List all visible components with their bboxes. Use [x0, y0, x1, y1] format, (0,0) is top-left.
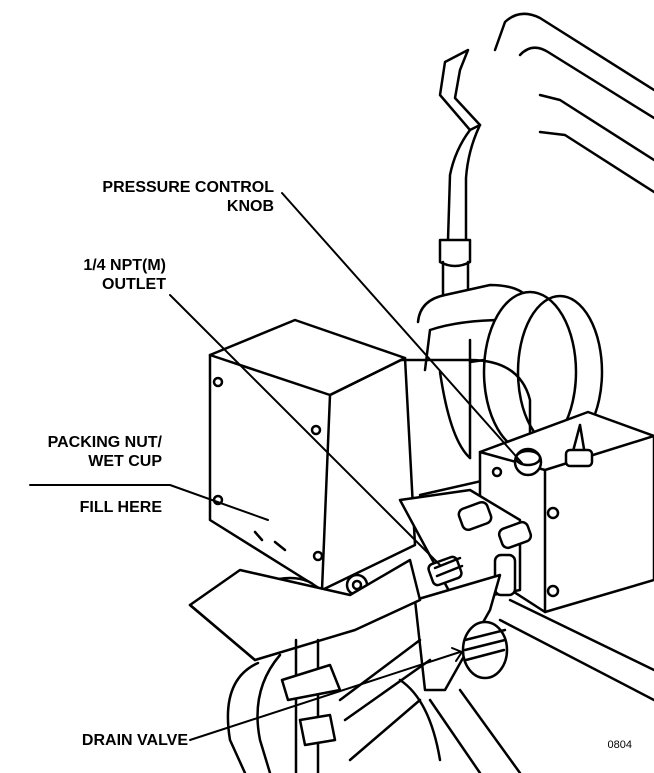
figure-number: 0804 — [607, 739, 632, 751]
packing-nut-label-line1: PACKING NUT/ — [47, 434, 162, 451]
leader-drain-valve-arrow — [451, 647, 463, 662]
fill-here-label: FILL HERE — [79, 499, 162, 516]
leader-pressure-control — [281, 192, 523, 464]
cart-base — [188, 558, 654, 773]
control-box — [478, 410, 654, 614]
electrical-box — [208, 318, 417, 592]
leader-packing-nut — [29, 484, 269, 521]
leader-drain-valve — [189, 651, 461, 741]
outlet-label-line2: OUTLET — [102, 276, 166, 293]
pressure-control-label-line2: KNOB — [226, 198, 274, 215]
packing-nut-label-line2: WET CUP — [88, 453, 162, 470]
pressure-control-label-line1: PRESSURE CONTROL — [102, 179, 274, 196]
outlet-label: 1/4 NPT(M) OUTLET — [83, 256, 166, 294]
packing-nut-label: PACKING NUT/ WET CUP — [48, 433, 162, 471]
pump — [398, 488, 533, 692]
leader-outlet — [169, 294, 441, 566]
outlet-label-line1: 1/4 NPT(M) — [83, 257, 166, 274]
drain-valve-label: DRAIN VALVE — [81, 732, 188, 749]
motor — [398, 283, 604, 497]
cart-handle — [438, 12, 654, 307]
pressure-control-knob-label: PRESSURE CONTROL KNOB — [102, 178, 274, 216]
leader-lines — [29, 192, 523, 741]
